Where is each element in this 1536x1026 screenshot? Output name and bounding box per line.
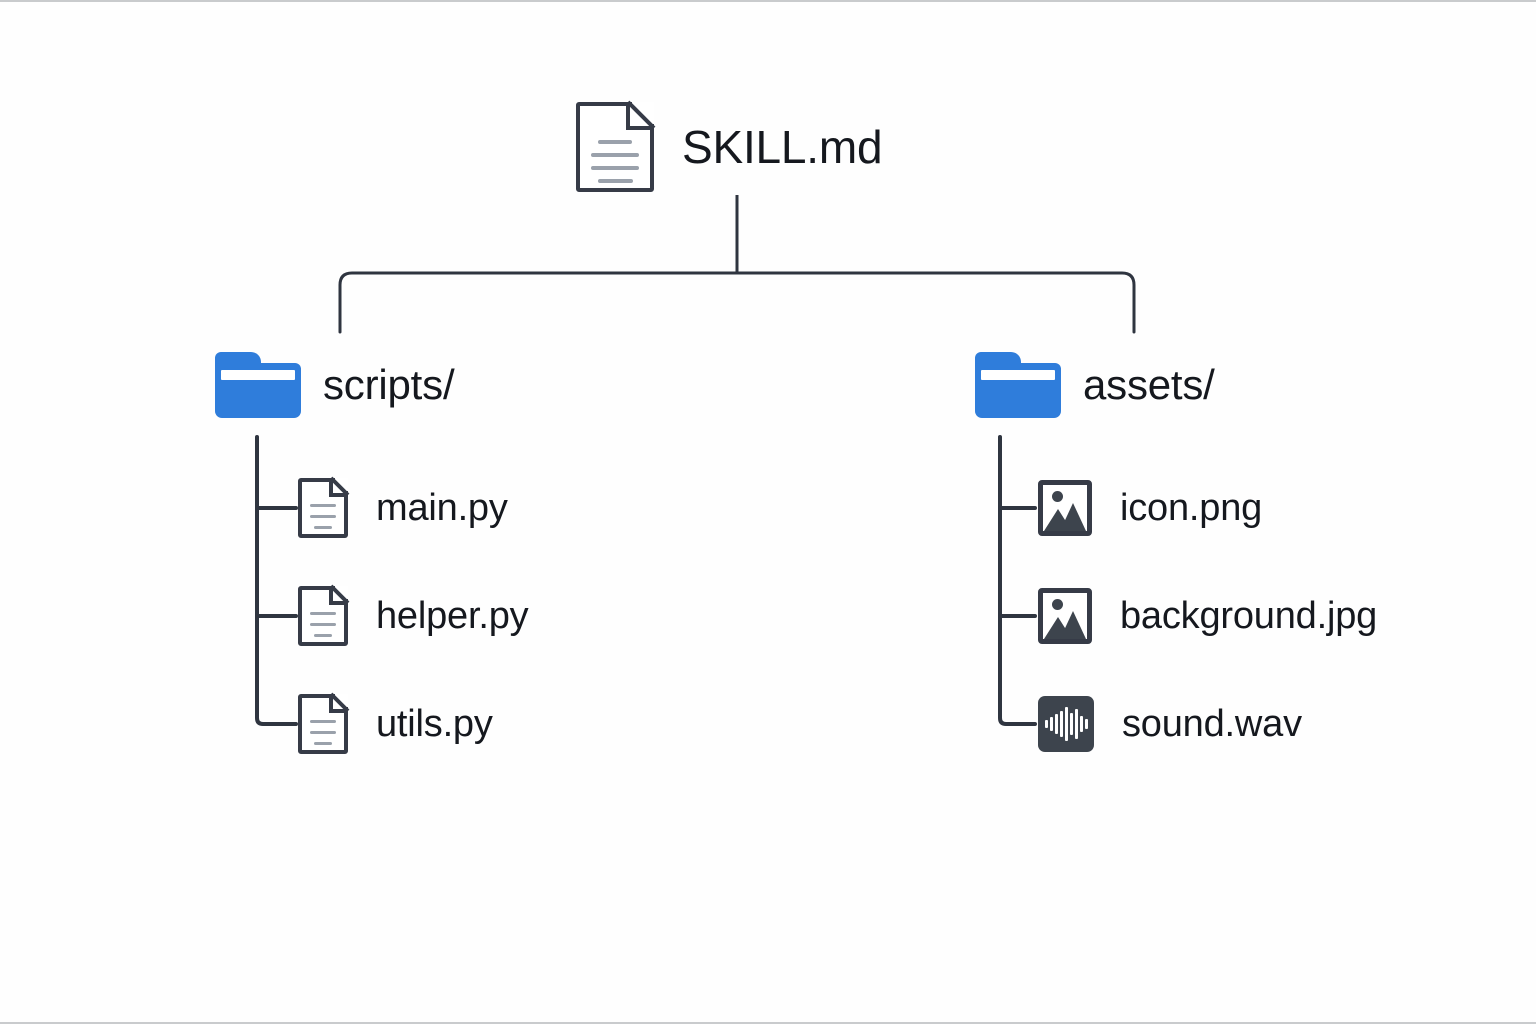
fold-corner-icon (626, 100, 656, 130)
tree-node-file-background-jpg[interactable]: background.jpg (1038, 588, 1377, 644)
tree-node-label: icon.png (1120, 486, 1263, 529)
mountain-shape (1060, 611, 1087, 639)
tree-node-file-helper-py[interactable]: helper.py (298, 584, 529, 646)
document-icon (298, 584, 350, 646)
image-file-icon (1038, 480, 1092, 536)
document-icon (298, 476, 350, 538)
audio-file-icon (1038, 696, 1094, 752)
fold-corner-icon (329, 692, 350, 713)
tree-node-label: helper.py (376, 594, 529, 637)
tree-node-label: utils.py (376, 702, 493, 745)
tree-node-label: scripts/ (323, 361, 455, 408)
tree-node-label: main.py (376, 486, 508, 529)
folder-band (981, 370, 1055, 380)
tree-node-label: assets/ (1083, 361, 1215, 408)
tree-node-file-utils-py[interactable]: utils.py (298, 692, 493, 754)
tree-node-label: sound.wav (1122, 702, 1302, 745)
tree-node-label: SKILL.md (682, 121, 883, 173)
image-file-icon (1038, 588, 1092, 644)
sun-shape (1051, 598, 1063, 610)
tree-node-file-sound-wav[interactable]: sound.wav (1038, 696, 1302, 752)
folder-icon (215, 352, 301, 418)
folder-band (221, 370, 295, 380)
fold-corner-icon (329, 584, 350, 605)
folder-icon (975, 352, 1061, 418)
tree-node-root[interactable]: SKILL.md (576, 100, 883, 192)
mountain-shape (1060, 503, 1087, 531)
document-icon (576, 100, 656, 192)
tree-node-folder-scripts[interactable]: scripts/ (215, 352, 455, 418)
fold-corner-icon (329, 476, 350, 497)
tree-node-folder-assets[interactable]: assets/ (975, 352, 1215, 418)
tree-node-file-main-py[interactable]: main.py (298, 476, 508, 538)
tree-node-file-icon-png[interactable]: icon.png (1038, 480, 1262, 536)
sun-shape (1051, 490, 1063, 502)
document-icon (298, 692, 350, 754)
tree-node-label: background.jpg (1120, 594, 1378, 637)
